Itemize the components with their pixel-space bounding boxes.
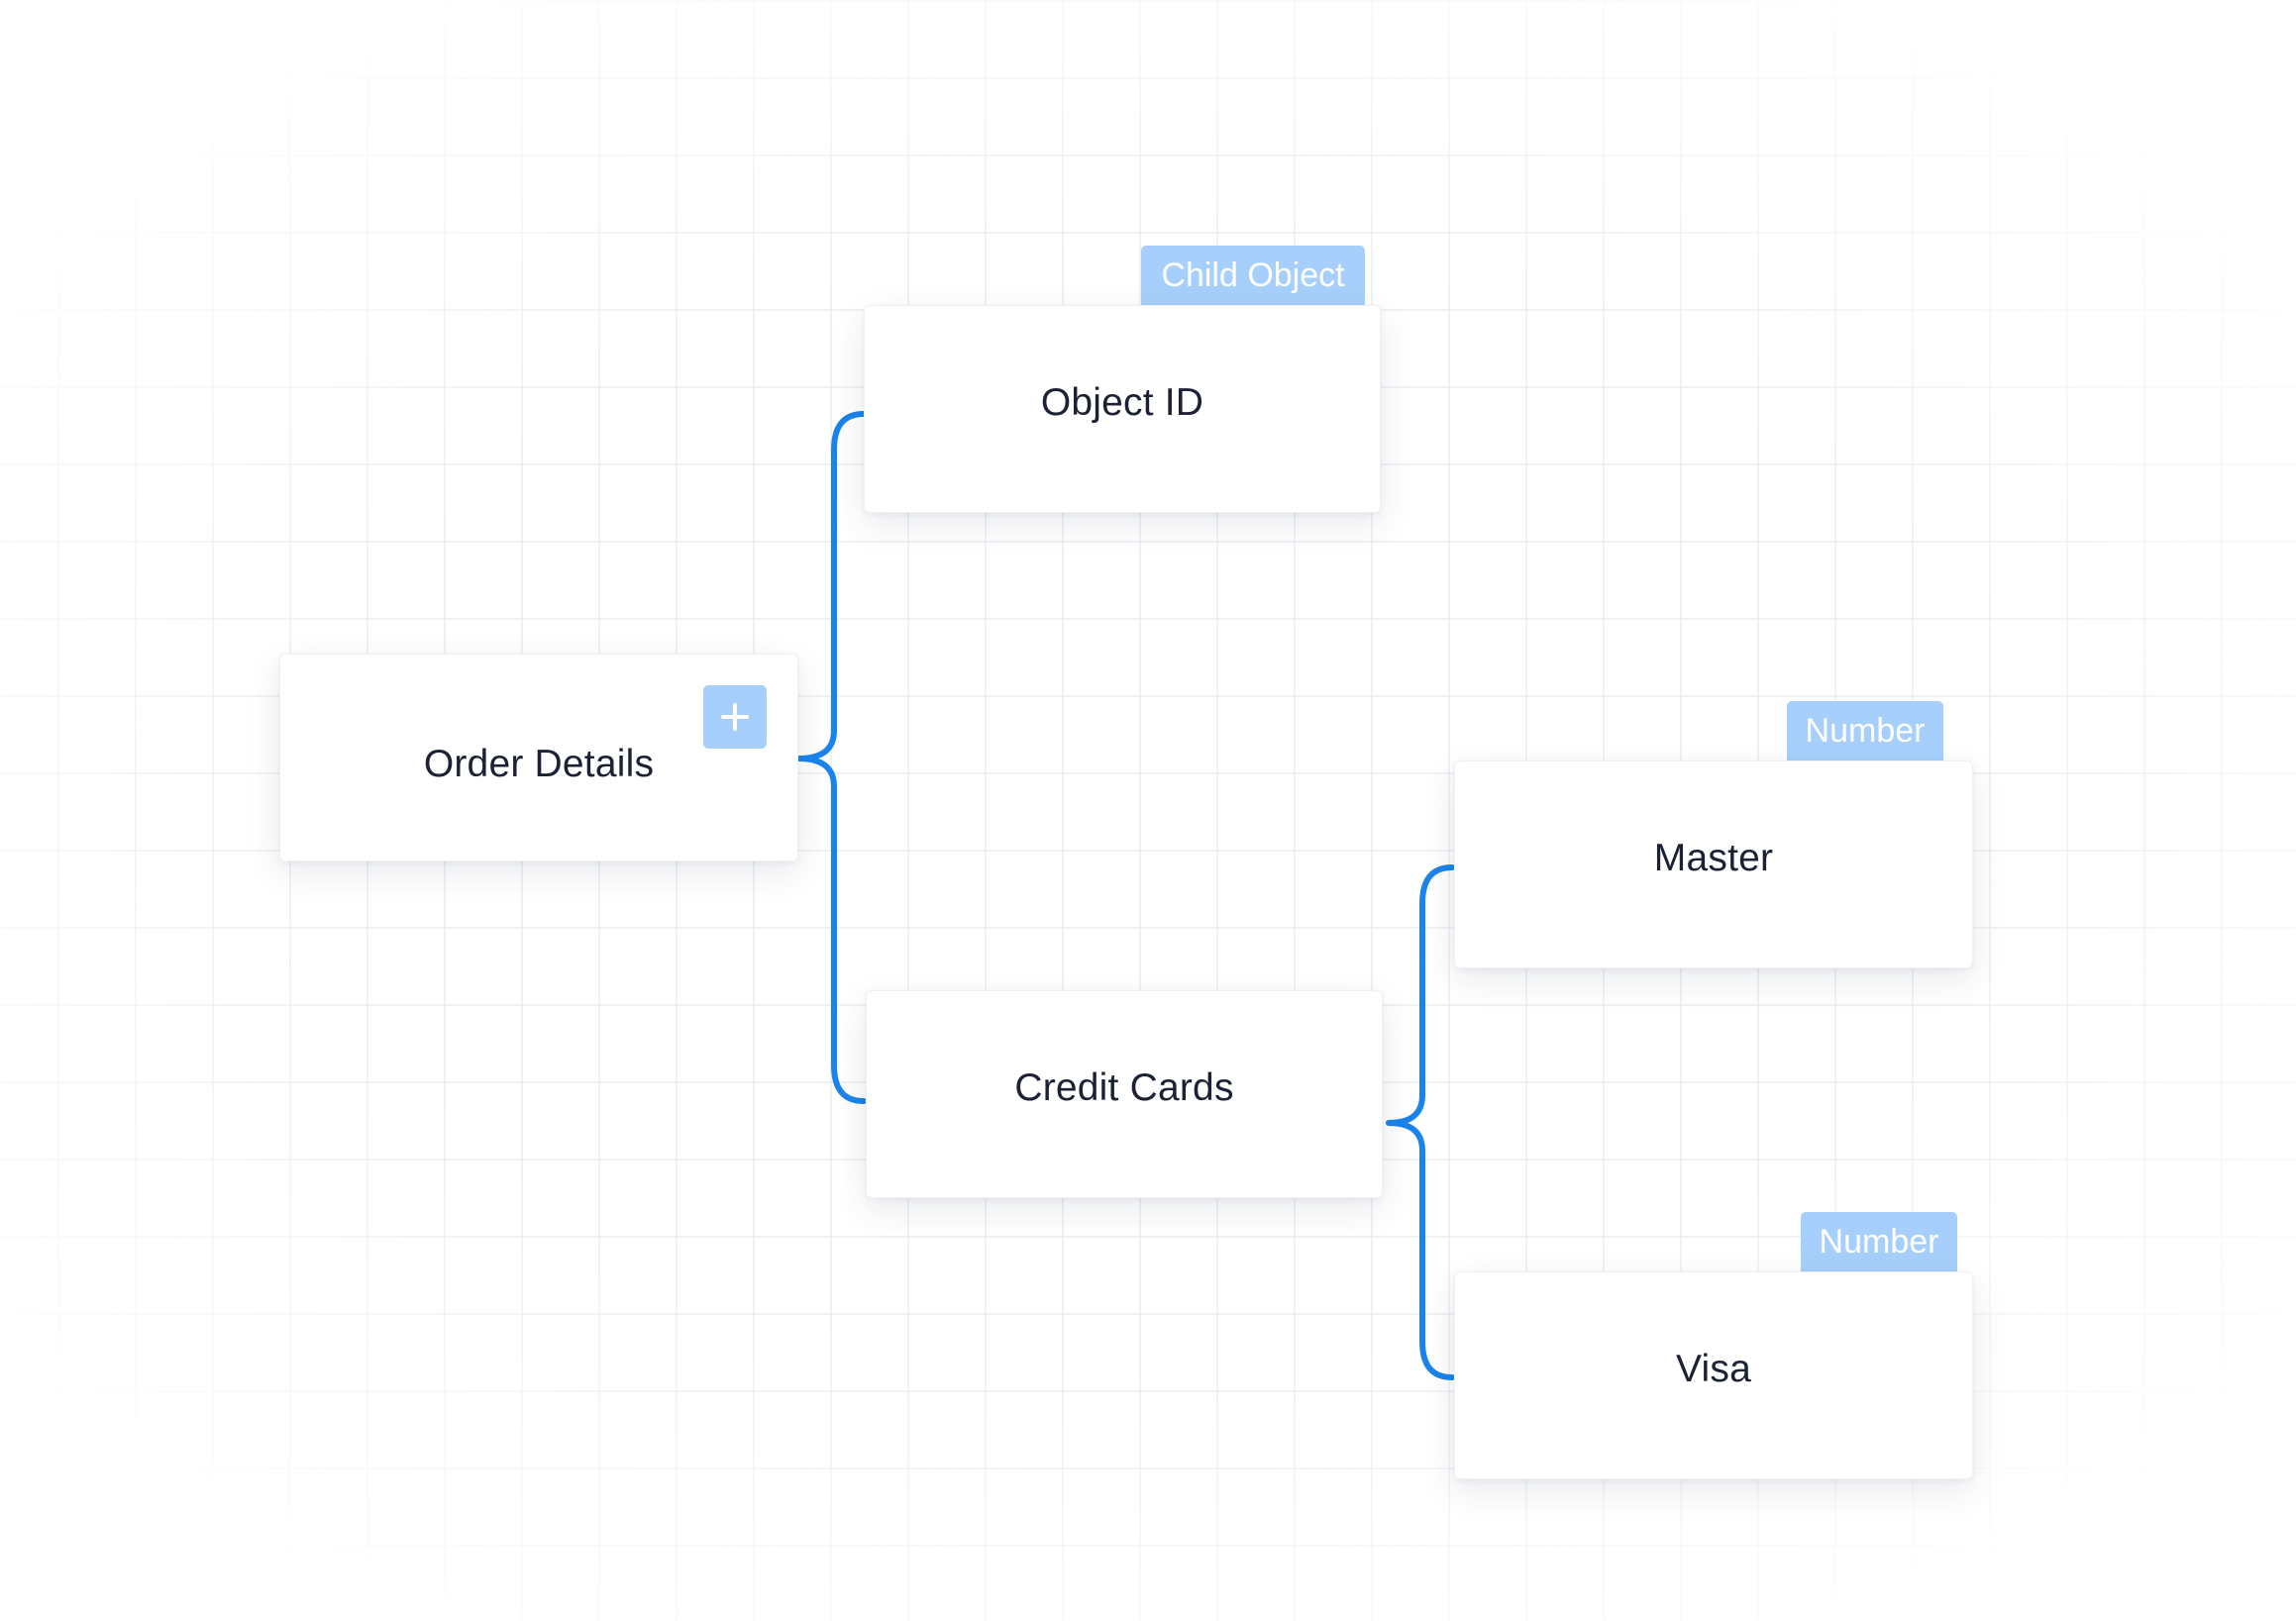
- connector-order-details-to-credit-cards: [795, 756, 867, 1104]
- node-visa[interactable]: Visa: [1454, 1271, 1973, 1479]
- node-label: Visa: [1676, 1348, 1751, 1390]
- connector-credit-cards-to-master: [1386, 864, 1455, 1126]
- node-label: Order Details: [423, 743, 655, 785]
- node-label: Master: [1653, 837, 1774, 879]
- node-object-id[interactable]: Object ID: [864, 305, 1381, 513]
- connector-credit-cards-to-visa: [1386, 1120, 1455, 1380]
- add-button[interactable]: [703, 685, 767, 749]
- tag-number-visa: Number: [1801, 1212, 1957, 1271]
- node-credit-cards[interactable]: Credit Cards: [866, 990, 1383, 1198]
- connector-order-details-to-object-id: [795, 411, 867, 761]
- tag-number-master: Number: [1787, 701, 1943, 760]
- node-label: Object ID: [1040, 381, 1204, 424]
- tag-child-object: Child Object: [1141, 246, 1365, 305]
- plus-icon: [721, 703, 749, 731]
- node-label: Credit Cards: [1014, 1066, 1234, 1109]
- node-master[interactable]: Master: [1454, 760, 1973, 968]
